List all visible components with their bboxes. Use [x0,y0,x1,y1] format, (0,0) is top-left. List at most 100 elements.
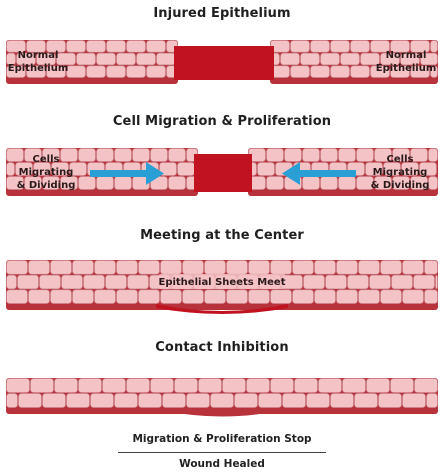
epithelial-cell [304,275,325,289]
epithelial-cell [381,290,402,304]
epithelial-cell [359,290,380,304]
epithelial-cell [259,394,282,408]
epithelial-cell [355,394,378,408]
epithelial-cell [103,379,126,393]
epithelial-cell [291,66,310,78]
epithelial-cell [7,261,28,275]
epithelial-cell [301,53,320,65]
epithelial-cell [97,149,114,162]
epithelial-cell [128,275,149,289]
epithelial-cell [106,275,127,289]
epithelial-cell [139,394,162,408]
epithelial-cell [351,66,370,78]
epithelial-cell [339,149,356,162]
epithelial-sheets-meet-label: Epithelial Sheets Meet [158,277,285,288]
epithelial-cell [285,149,302,162]
epithelial-cell [291,41,310,53]
contact-inhibition-diagram [6,368,438,418]
wound-healed-label: Wound Healed [0,458,444,470]
epithelial-cell [133,149,150,162]
epithelial-cell [107,41,126,53]
epithelial-cell [40,275,61,289]
epithelial-cell [331,394,354,408]
epithelial-cell [163,394,186,408]
epithelial-cell [431,41,438,53]
epithelial-cell [403,290,424,304]
epithelial-cell [178,163,195,176]
epithelial-cell [147,41,166,53]
epithelial-cell [169,177,186,190]
epithelial-cell [51,261,72,275]
epithelial-cell [311,66,330,78]
epithelial-cell [403,394,426,408]
epithelial-cell [62,275,83,289]
epithelial-cell [414,275,435,289]
epithelial-cell [337,290,358,304]
cell-migration-illustration: Cells Migrating & Dividing Cells Migrati… [6,140,438,206]
epithelial-cell [87,41,106,53]
epithelial-cell [351,41,370,53]
epithelial-cell [73,290,94,304]
epithelial-cell [381,261,402,275]
epithelial-cell [97,53,116,65]
epithelial-cell [271,290,292,304]
epithelial-cell [315,261,336,275]
stage-2-title: Cell Migration & Proliferation [0,114,444,129]
epithelial-cell [425,290,438,304]
epithelial-cell [425,261,438,275]
epithelial-cell [67,394,90,408]
epithelial-cell [183,290,204,304]
epithelial-cell [175,379,198,393]
normal-epithelium-right-label-line1: Normal [386,50,427,61]
epithelial-cell [29,261,50,275]
epithelial-cell [137,53,156,65]
epithelial-cell [205,290,226,304]
epithelial-cell [51,290,72,304]
epithelial-cell [271,261,292,275]
normal-epithelium-left-label-line1: Normal [18,50,59,61]
cell-migration-diagram: Cells Migrating & Dividing Cells Migrati… [6,140,438,206]
epithelial-cell [87,66,106,78]
stage-4-title: Contact Inhibition [0,340,444,355]
epithelial-cell [61,149,78,162]
injured-epithelium-illustration: Normal Epithelium Normal Epithelium [6,32,438,94]
epithelial-cell [183,261,204,275]
epithelial-cell [151,149,168,162]
epithelial-cell [392,275,413,289]
epithelial-cell [187,394,210,408]
epithelial-cell [115,177,132,190]
epithelial-cell [315,290,336,304]
epithelial-cell [281,53,300,65]
epithelial-cell [367,379,390,393]
epithelial-cell [429,149,438,162]
epithelial-cell [357,149,374,162]
epithelial-cell [161,290,182,304]
epithelial-cell [303,177,320,190]
epithelial-cell [307,394,330,408]
epithelial-cell [303,149,320,162]
epithelial-cell [95,261,116,275]
epithelial-cell [235,394,258,408]
epithelial-cell [295,379,318,393]
epithelial-cell [415,379,438,393]
epithelial-cell [7,275,17,289]
epithelial-cell [7,163,15,176]
epithelial-cell [283,394,306,408]
epithelial-cell [117,261,138,275]
epithelial-cell [337,261,358,275]
migrating-left-label-line2: Migrating [19,167,74,178]
epithelial-cell [117,53,136,65]
epithelial-cell [293,261,314,275]
epithelial-cell [127,379,150,393]
epithelial-cell [427,394,438,408]
epithelial-cell [18,275,39,289]
epithelial-cell [115,394,138,408]
epithelial-cell [115,149,132,162]
wound-area [174,46,274,80]
epithelial-cell [403,261,424,275]
epithelial-cell [436,275,438,289]
epithelial-cell [311,41,330,53]
epithelial-cell [77,53,96,65]
epithelial-cell [331,41,350,53]
epithelial-cell [247,379,270,393]
